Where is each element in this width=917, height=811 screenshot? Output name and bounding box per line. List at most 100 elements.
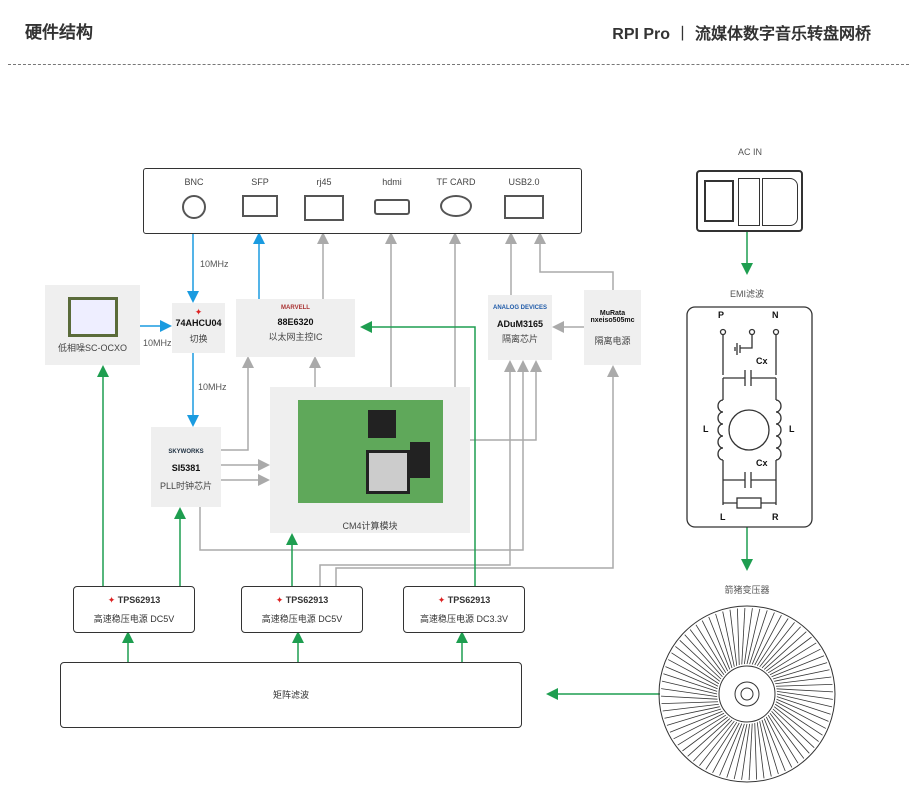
winding-line	[722, 611, 735, 667]
iec-socket-icon	[762, 178, 798, 226]
winding-line	[663, 673, 718, 692]
winding-line	[661, 695, 718, 700]
page-title: 硬件结构	[25, 23, 93, 42]
winding-line	[665, 666, 718, 690]
port-usb[interactable]: USB2.0	[494, 177, 554, 219]
chip-name: TPS62913	[285, 595, 329, 605]
winding-line	[662, 703, 719, 712]
chip-name: 88E6320	[277, 317, 314, 327]
winding-line	[748, 723, 753, 780]
winding-line	[774, 703, 823, 736]
marvell-logo: MARVELL	[281, 305, 310, 311]
hdmi-icon	[374, 199, 410, 215]
winding-line	[684, 634, 723, 678]
matrix-filter-block: 矩阵滤波	[60, 662, 522, 728]
io-panel: BNC SFP rj45 hdmi TF CARD USB2.0	[143, 168, 582, 234]
green-lines	[97, 232, 753, 700]
winding-line	[673, 712, 725, 740]
divider	[8, 64, 909, 65]
matrix-label: 矩阵滤波	[272, 690, 309, 700]
winding-line	[749, 610, 768, 665]
port-rj45[interactable]: rj45	[294, 177, 354, 221]
winding-line	[682, 716, 728, 752]
port-bnc[interactable]: BNC	[164, 177, 224, 219]
ac-inlet-icon	[696, 170, 803, 232]
winding-line	[767, 715, 799, 764]
winding-line	[772, 662, 828, 680]
port-hdmi[interactable]: hdmi	[362, 177, 422, 215]
winding-line	[741, 608, 746, 665]
winding-line	[677, 714, 726, 746]
switch-block: ✦ 74AHCU04 切换	[172, 303, 225, 353]
regulator-label: 高速稳压电源 DC5V	[93, 614, 175, 624]
iso-power-block: MuRata nxeiso505mc 隔离电源	[584, 290, 641, 365]
winding-line	[671, 652, 720, 685]
skyworks-logo: SKYWORKS	[168, 449, 204, 455]
port-label: USB2.0	[508, 177, 540, 187]
ti-logo-icon: ✦	[437, 595, 446, 605]
winding-line	[765, 716, 793, 768]
chip-label: 隔离芯片	[501, 334, 538, 344]
winding-line	[756, 618, 789, 667]
winding-line	[661, 680, 718, 695]
header-right: RPI Pro 丨 流媒体数字音乐转盘网桥	[612, 20, 871, 44]
winding-line	[668, 659, 719, 687]
winding-line	[743, 608, 753, 665]
winding-line	[695, 624, 727, 673]
winding-line	[701, 620, 729, 672]
winding-line	[679, 640, 722, 680]
winding-line	[693, 719, 733, 762]
winding-line	[705, 721, 738, 770]
emi-label: EMI滤波	[729, 289, 764, 299]
winding-line	[754, 615, 782, 666]
pll-block: SKYWORKS SI5381 PLL时钟芯片	[151, 427, 221, 507]
winding-line	[664, 706, 720, 719]
winding-line	[776, 696, 831, 715]
winding-line	[675, 646, 721, 682]
cm4-board-image	[297, 400, 443, 503]
winding-line	[689, 629, 725, 675]
chip-label: 以太网主控IC	[268, 332, 323, 342]
winding-line	[708, 616, 731, 670]
winding-line	[761, 719, 779, 775]
winding-line	[733, 723, 748, 780]
winding-line	[687, 718, 731, 757]
winding-line	[759, 622, 795, 668]
winding-line	[666, 708, 722, 726]
winding-line	[761, 626, 801, 669]
winding-line	[775, 684, 833, 687]
inductor-label: L	[703, 424, 709, 434]
node-l: L	[720, 512, 726, 522]
sfp-icon	[242, 195, 278, 217]
transformer-label: 箭猪变压器	[724, 585, 770, 595]
winding-line	[661, 688, 718, 698]
ti-logo-icon: ✦	[275, 595, 284, 605]
port-tf-card[interactable]: TF CARD	[426, 177, 486, 217]
usb-icon	[504, 195, 544, 219]
port-label: BNC	[184, 177, 204, 187]
ti-logo-icon: ✦	[107, 595, 116, 605]
subtitle: 流媒体数字音乐转盘网桥	[694, 26, 871, 43]
bnc-icon	[182, 195, 206, 219]
winding-line	[774, 669, 830, 682]
freq-label: 10MHz	[198, 382, 227, 392]
ethernet-port-icon	[304, 195, 344, 221]
winding-line	[726, 723, 745, 778]
winding-line	[746, 608, 761, 665]
ethernet-block: MARVELL 88E6320 以太网主控IC	[236, 299, 355, 357]
winding-line	[669, 710, 723, 733]
ac-in-label: AC IN	[737, 147, 762, 157]
power-switch-icon	[704, 180, 734, 222]
winding-line	[751, 612, 775, 665]
port-sfp[interactable]: SFP	[230, 177, 290, 217]
regulator-label: 高速稳压电源 DC5V	[261, 614, 343, 624]
winding-line	[776, 688, 833, 693]
brand: MuRata	[599, 310, 626, 317]
freq-label: 10MHz	[143, 338, 172, 348]
winding-line	[763, 631, 807, 670]
blue-lines	[140, 232, 265, 427]
